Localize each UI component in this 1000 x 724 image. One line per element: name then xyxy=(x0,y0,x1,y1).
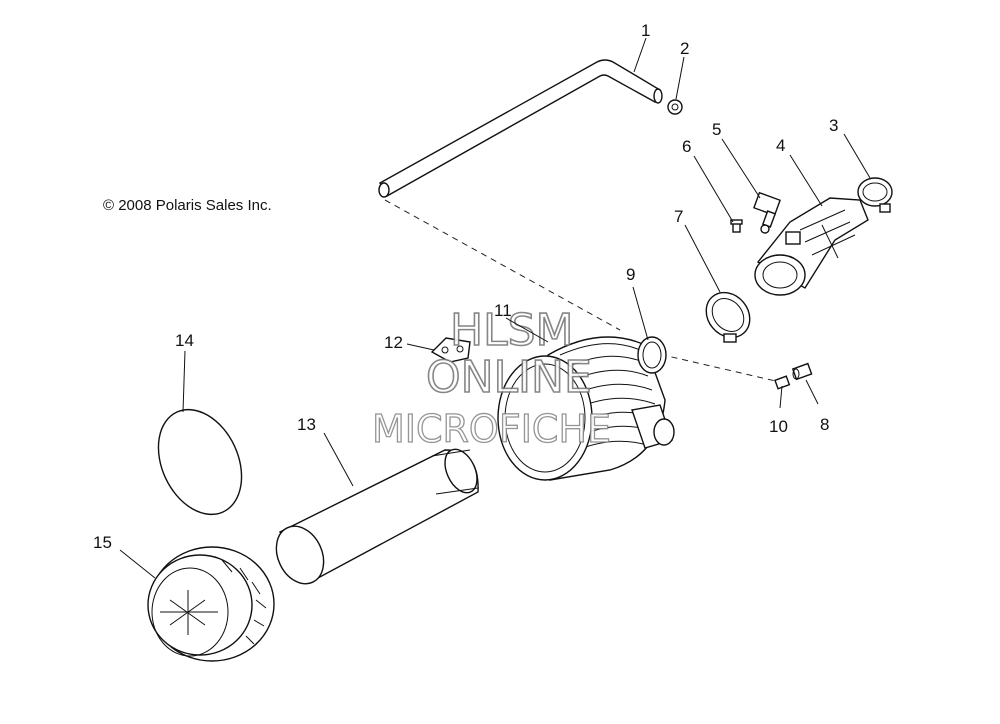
callout-9: 9 xyxy=(626,265,635,284)
callout-1: 1 xyxy=(641,21,650,40)
callout-2: 2 xyxy=(680,39,689,58)
part-1-breather-tube xyxy=(378,59,663,198)
part-9-outlet-collar xyxy=(637,336,667,374)
part-5-sensor xyxy=(753,191,781,234)
callouts: 1 2 3 4 5 6 7 8 9 10 11 12 13 14 15 xyxy=(93,21,838,552)
part-6-screw xyxy=(730,219,743,233)
callout-3: 3 xyxy=(829,116,838,135)
callout-7: 7 xyxy=(674,207,683,226)
part-7-clamp xyxy=(705,291,751,343)
callout-12: 12 xyxy=(384,333,403,352)
part-8-fitting xyxy=(791,362,813,381)
watermark-line-3: MICROFICHE xyxy=(372,407,611,451)
part-3-hose-clamp xyxy=(857,177,893,213)
callout-6: 6 xyxy=(682,137,691,156)
callout-14: 14 xyxy=(175,331,194,350)
part-10-cap xyxy=(774,375,791,390)
callout-8: 8 xyxy=(820,415,829,434)
watermark: HLSM ONLINE MICROFICHE xyxy=(371,304,611,451)
part-4-intake-duct xyxy=(754,197,869,296)
assembly-path-line xyxy=(384,199,781,383)
copyright-text: © 2008 Polaris Sales Inc. xyxy=(103,197,272,214)
callout-10: 10 xyxy=(769,417,788,436)
callout-4: 4 xyxy=(776,136,785,155)
part-14-disc xyxy=(157,408,243,516)
leader-lines xyxy=(119,37,871,579)
part-15-cover xyxy=(147,546,275,662)
callout-11: 11 xyxy=(494,301,512,320)
callout-5: 5 xyxy=(712,120,721,139)
callout-15: 15 xyxy=(93,533,112,552)
callout-13: 13 xyxy=(297,415,316,434)
part-11-airbox-housing xyxy=(497,336,675,481)
watermark-line-2: ONLINE xyxy=(426,352,592,403)
part-2-ring xyxy=(667,99,683,115)
watermark-line-1: HLSM xyxy=(450,305,574,356)
part-13-filter-element xyxy=(275,448,479,585)
part-12-bracket xyxy=(430,337,471,363)
